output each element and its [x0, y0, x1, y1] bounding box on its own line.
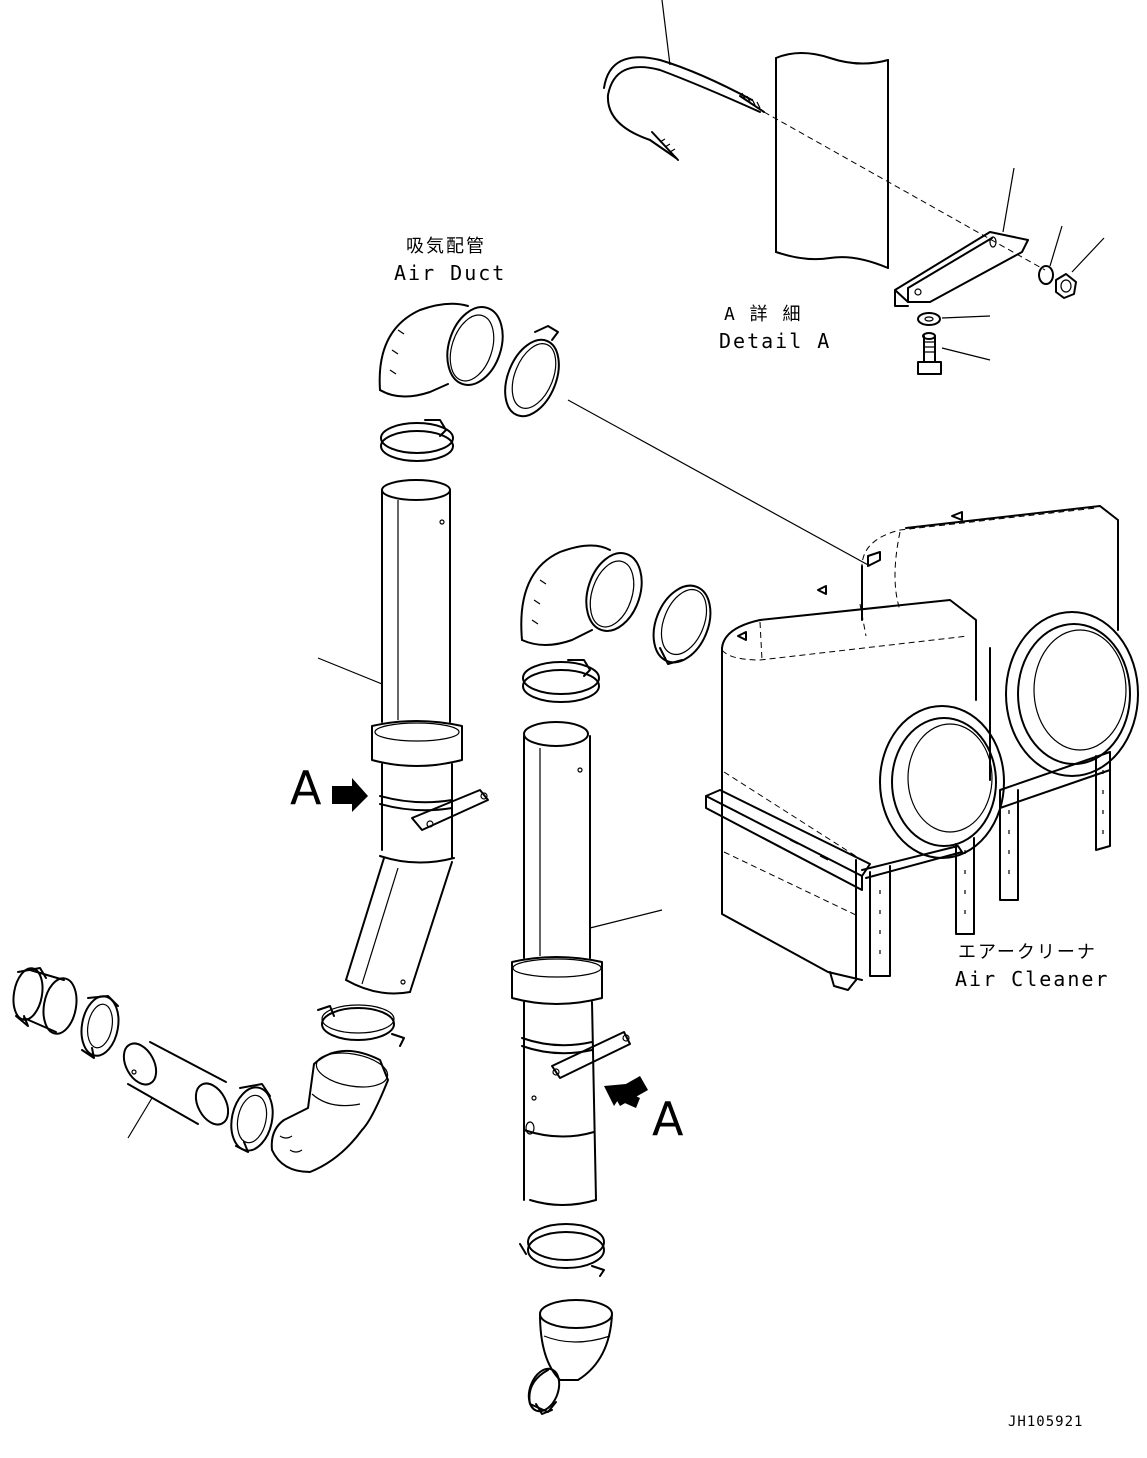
air-cleaner-label-en: Air Cleaner [955, 967, 1110, 991]
detail-a-illustration [603, 0, 1105, 375]
detail-a-label-jp: A 詳 細 [724, 304, 803, 325]
left-vertical-pipe [317, 479, 489, 995]
detail-a-label-en: Detail A [719, 329, 832, 353]
callout-a-right: A [652, 1092, 684, 1146]
left-lower-hose-set [12, 967, 405, 1173]
washer-bolt [917, 312, 991, 375]
center-elbow-top [520, 544, 643, 646]
air-duct-label-en: Air Duct [394, 261, 507, 285]
air-cleaner-front [705, 585, 1005, 991]
center-clamp-lower [522, 659, 600, 703]
arrow-a-right [604, 1076, 648, 1108]
washer-nut [1038, 225, 1105, 299]
air-cleaner-label-jp: エアークリーナ [958, 942, 1097, 963]
air-cleaner-rear [861, 505, 1139, 901]
mounting-bracket [894, 167, 1029, 307]
left-clamp-lower [380, 419, 454, 462]
left-clamp-upper [504, 325, 871, 567]
center-lower-hose [527, 1299, 613, 1415]
drawing-code: JH105921 [1008, 1414, 1084, 1430]
arrow-a-left [332, 778, 368, 812]
center-vertical-pipe [511, 721, 663, 1206]
center-clamp-upper [652, 584, 712, 665]
air-duct-label-jp: 吸気配管 [406, 236, 486, 257]
callout-a-left: A [290, 761, 322, 815]
center-lower-clamp [519, 1223, 605, 1277]
u-bolt-strap [603, 0, 765, 161]
left-elbow-top [378, 302, 504, 398]
